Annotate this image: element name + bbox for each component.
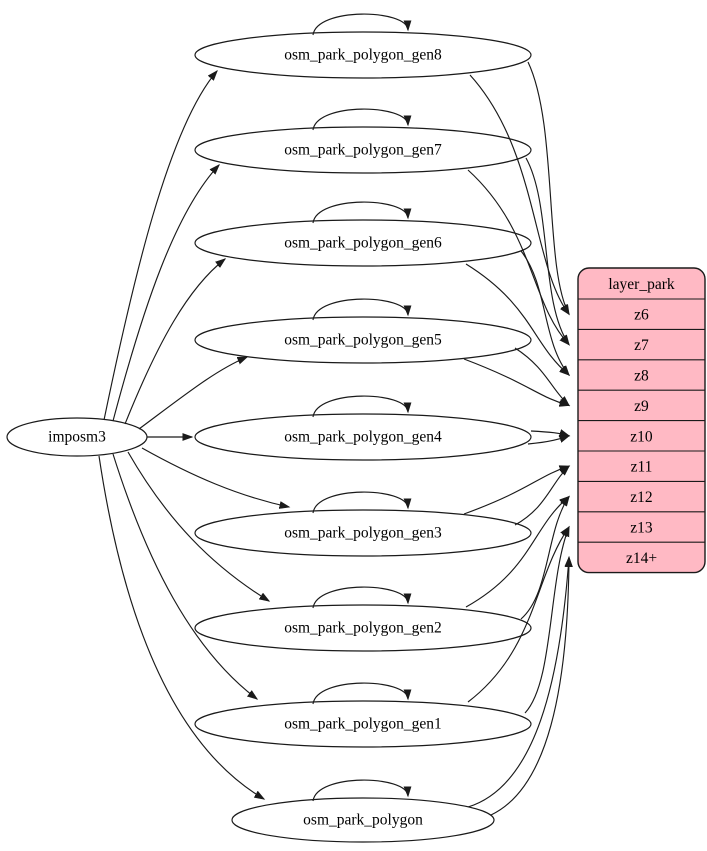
edge-osm_park_polygon_gen5-to-z9 bbox=[514, 347, 569, 405]
record-row-z6: z6 bbox=[634, 307, 649, 324]
edge-osm_park_polygon-to-z14+ bbox=[467, 557, 569, 808]
edge-imposm3-to-osm_park_polygon_gen6 bbox=[124, 259, 225, 425]
edge-osm_park_polygon_gen7-to-z7 bbox=[525, 157, 569, 345]
edge-self-loop-osm_park_polygon_gen6 bbox=[312, 201, 408, 224]
node-osm_park_polygon_gen8 bbox=[194, 31, 532, 79]
node-osm_park_polygon_gen2 bbox=[194, 604, 532, 652]
node-osm_park_polygon bbox=[231, 797, 495, 843]
edge-osm_park_polygon_gen6-to-z8-2 bbox=[465, 263, 569, 375]
edge-osm_park_polygon_gen4-to-z10 bbox=[530, 431, 569, 436]
record-row-z9: z9 bbox=[634, 398, 649, 415]
edge-self-loop-osm_park_polygon_gen8 bbox=[312, 13, 408, 36]
edge-self-loop-osm_park_polygon bbox=[312, 779, 408, 802]
edge-osm_park_polygon_gen1-to-z13-2 bbox=[467, 527, 569, 703]
edge-osm_park_polygon_gen3-to-z11-2 bbox=[463, 466, 569, 515]
edge-osm_park_polygon_gen4-to-z10-2 bbox=[527, 435, 569, 445]
record-row-z7: z7 bbox=[634, 337, 649, 354]
edge-self-loop-osm_park_polygon_gen1 bbox=[312, 682, 408, 705]
edges-layer bbox=[98, 13, 570, 816]
record-row-z11: z11 bbox=[631, 459, 653, 476]
edge-osm_park_polygon_gen6-to-z8 bbox=[520, 250, 569, 375]
nodes-layer: imposm3 osm_park_polygon_gen8 osm_park_pol… bbox=[6, 31, 532, 843]
edge-self-loop-osm_park_polygon_gen7 bbox=[312, 108, 408, 131]
edge-osm_park_polygon_gen5-to-z9-2 bbox=[463, 358, 569, 405]
record-row-z13: z13 bbox=[630, 520, 653, 537]
edge-imposm3-to-osm_park_polygon bbox=[98, 455, 264, 799]
edge-self-loop-osm_park_polygon_gen4 bbox=[312, 395, 408, 418]
edge-self-loop-osm_park_polygon_gen3 bbox=[312, 491, 408, 514]
node-label-osm_park_polygon_gen2: osm_park_polygon_gen2 bbox=[284, 620, 442, 637]
node-osm_park_polygon_gen6 bbox=[194, 219, 532, 267]
record-row-z12: z12 bbox=[630, 489, 652, 506]
node-osm_park_polygon_gen7 bbox=[194, 126, 532, 174]
edge-imposm3-to-osm_park_polygon_gen3 bbox=[141, 447, 289, 507]
edge-osm_park_polygon_gen2-to-z12-2 bbox=[465, 497, 569, 608]
edge-osm_park_polygon_gen2-to-z12 bbox=[520, 497, 569, 620]
record-node-layer: layer_park z6 z7 z8 z9 z10 z11 z12 z13 z14+ bbox=[577, 267, 706, 574]
node-label-osm_park_polygon_gen3: osm_park_polygon_gen3 bbox=[284, 525, 442, 542]
edge-osm_park_polygon_gen8-to-z6 bbox=[527, 61, 569, 314]
record-row-z14+: z14+ bbox=[626, 550, 657, 567]
node-label-osm_park_polygon_gen7: osm_park_polygon_gen7 bbox=[284, 142, 442, 159]
node-label-osm_park_polygon: osm_park_polygon bbox=[303, 812, 423, 829]
node-label-osm_park_polygon_gen1: osm_park_polygon_gen1 bbox=[284, 716, 442, 733]
node-label-osm_park_polygon_gen5: osm_park_polygon_gen5 bbox=[284, 332, 442, 349]
edge-imposm3-to-osm_park_polygon_gen5 bbox=[138, 357, 247, 430]
node-label-osm_park_polygon_gen6: osm_park_polygon_gen6 bbox=[284, 235, 442, 252]
node-label-imposm3: imposm3 bbox=[48, 429, 106, 446]
edge-osm_park_polygon_gen7-to-z7-2 bbox=[467, 169, 569, 345]
edge-osm_park_polygon_gen3-to-z11 bbox=[514, 466, 569, 526]
node-osm_park_polygon_gen5 bbox=[194, 316, 532, 364]
record-row-z10: z10 bbox=[630, 428, 653, 445]
node-osm_park_polygon_gen3 bbox=[194, 509, 532, 557]
edge-osm_park_polygon_gen8-to-z6-2 bbox=[469, 74, 569, 314]
node-label-osm_park_polygon_gen4: osm_park_polygon_gen4 bbox=[284, 429, 442, 446]
edge-imposm3-to-osm_park_polygon_gen1 bbox=[112, 453, 257, 699]
edge-self-loop-osm_park_polygon_gen2 bbox=[312, 586, 408, 609]
edge-osm_park_polygon-to-z14+-2 bbox=[490, 557, 569, 816]
edge-osm_park_polygon_gen1-to-z13 bbox=[524, 527, 570, 714]
edge-self-loop-osm_park_polygon_gen5 bbox=[312, 298, 408, 321]
edge-imposm3-to-osm_park_polygon_gen2 bbox=[127, 451, 269, 601]
edge-imposm3-to-osm_park_polygon_gen8 bbox=[103, 71, 217, 421]
edge-imposm3-to-osm_park_polygon_gen7 bbox=[112, 165, 219, 422]
node-osm_park_polygon_gen4 bbox=[194, 413, 532, 461]
node-osm_park_polygon_gen1 bbox=[194, 700, 532, 748]
record-title: layer_park bbox=[608, 276, 675, 293]
node-label-osm_park_polygon_gen8: osm_park_polygon_gen8 bbox=[284, 47, 442, 64]
record-row-z8: z8 bbox=[634, 368, 649, 385]
